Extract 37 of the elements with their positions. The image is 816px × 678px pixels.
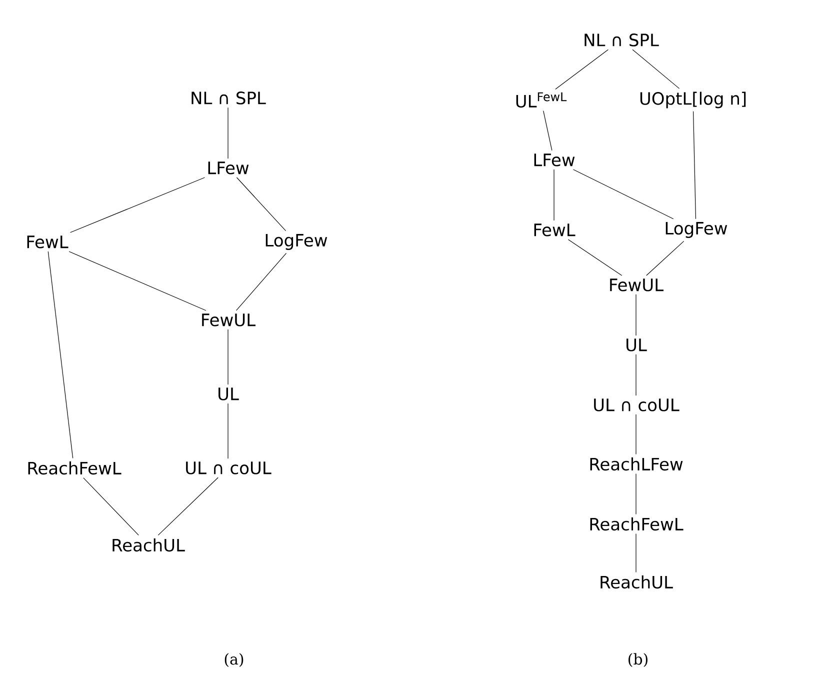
connector-line — [646, 240, 684, 276]
connector-line — [68, 251, 206, 311]
connector-line — [543, 110, 552, 151]
connector-line — [573, 169, 674, 220]
connector-line — [568, 239, 622, 276]
class-label: FewL — [534, 224, 576, 236]
class-label: LogFew — [266, 234, 328, 250]
class-label: ReachUL — [112, 538, 185, 552]
subfigure-label: (a) — [224, 653, 244, 667]
class-label: UL ∩ coUL — [186, 462, 272, 474]
connector-line — [236, 252, 287, 311]
class-label: FewUL — [610, 278, 664, 292]
class-label: ReachUL — [600, 575, 673, 589]
connector-line — [236, 177, 286, 232]
class-label: UL — [626, 338, 647, 352]
connector-line — [692, 111, 696, 220]
class-label: LFew — [534, 154, 575, 166]
connector-line — [48, 251, 74, 459]
class-label: LogFew — [666, 222, 728, 238]
connector-line — [632, 49, 680, 89]
connector-line — [158, 477, 218, 536]
class-label: ReachLFew — [590, 457, 683, 471]
connector-line — [555, 49, 608, 90]
class-label: FewL — [27, 236, 68, 248]
class-label: ReachFewL — [590, 517, 684, 531]
class-label: UL$^{FewL}$ — [516, 92, 567, 108]
class-label: FewUL — [202, 314, 256, 326]
connector-line — [70, 177, 206, 233]
class-label: UL — [218, 388, 239, 400]
class-label: UL ∩ coUL — [594, 398, 680, 412]
class-label: NL ∩ SPL — [192, 92, 266, 104]
connector-line — [83, 477, 139, 536]
class-label: NL ∩ SPL — [584, 34, 659, 46]
class-label: LFew — [208, 162, 249, 174]
class-label: UOptL[log n] — [640, 92, 746, 108]
class-label: ReachFewL — [28, 461, 122, 475]
subfigure-label: (b) — [628, 653, 648, 667]
